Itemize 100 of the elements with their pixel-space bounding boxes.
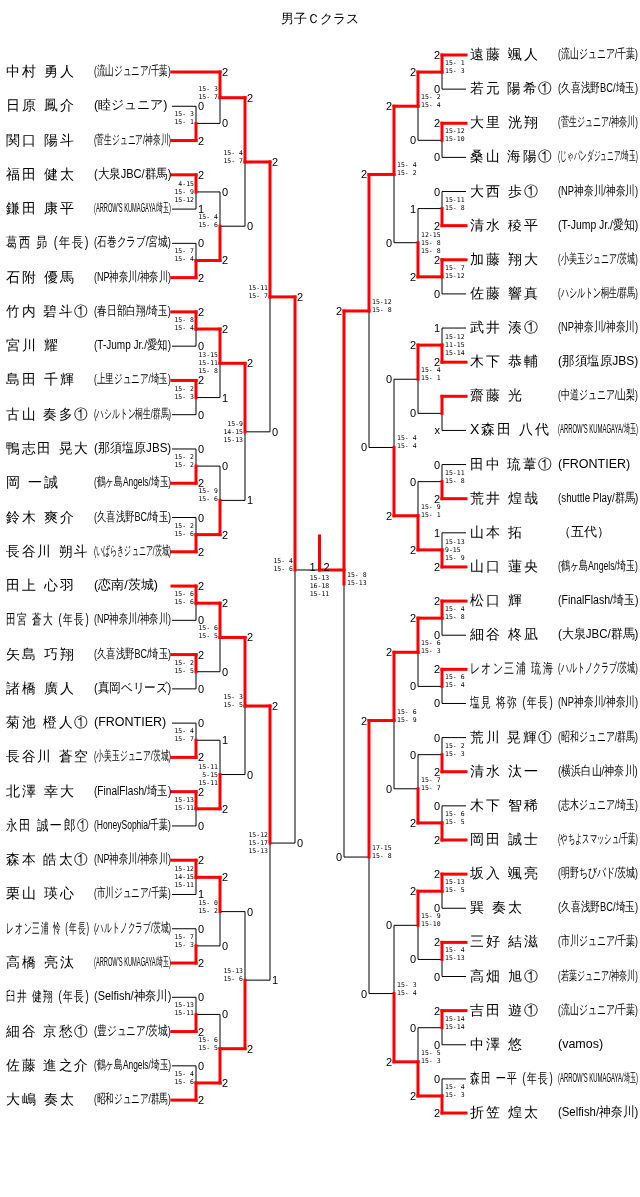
- match-score: 2: [272, 155, 279, 168]
- club-name: (那須塩原JBS): [94, 439, 172, 457]
- match-score: 1: [433, 322, 440, 335]
- player-name: 田上 心羽: [6, 576, 76, 595]
- club-name: (昭和ジュニア/群馬): [94, 1091, 171, 1109]
- player-name: 遠藤 颯人: [470, 45, 540, 63]
- match-score: 2: [198, 751, 205, 764]
- player-name: 福田 健太: [6, 164, 76, 183]
- match-score: 2: [433, 253, 440, 266]
- match-score: 0: [433, 799, 440, 812]
- player-name: 矢島 巧翔: [6, 644, 76, 663]
- player-name: 細谷 柊凪: [470, 625, 540, 644]
- club-name: (春日部白翔/埼玉): [94, 302, 171, 320]
- match-score: 0: [198, 1059, 205, 1072]
- match-score: 2: [198, 374, 205, 387]
- club-name: (昭和ジュニア/群馬): [558, 728, 638, 746]
- match-score: 2: [198, 545, 205, 558]
- match-score: 1: [309, 561, 316, 573]
- match-score: 2: [222, 254, 229, 267]
- match-score: 0: [198, 408, 205, 421]
- player-name: 武井 湊①: [470, 318, 540, 337]
- match-score: 2: [433, 560, 440, 573]
- match-score: 0: [198, 682, 205, 695]
- match-score: 2: [222, 802, 229, 815]
- match-score: 2: [409, 270, 416, 283]
- player-name: 田宮 蒼大 (年長): [6, 610, 91, 629]
- club-name: (FRONTIER): [94, 714, 167, 732]
- player-name: 山本 拓: [470, 522, 524, 541]
- match-score: 2: [222, 597, 229, 610]
- match-score: 2: [247, 357, 254, 370]
- club-name: (豊ジュニア/茨城): [94, 1022, 171, 1040]
- player-name: レオン三浦 怜 (年長): [6, 918, 91, 937]
- match-score: 0: [222, 185, 229, 198]
- player-name: 栗山 瑛心: [6, 884, 76, 903]
- match-score: 0: [198, 614, 205, 627]
- match-score: 0: [385, 373, 392, 386]
- match-score: 0: [198, 717, 205, 730]
- match-score: 2: [385, 1055, 392, 1068]
- player-name: 関口 陽斗: [6, 130, 76, 149]
- club-name: (NP神奈川/神奈川): [558, 182, 639, 200]
- club-name: (FinalFlash/埼玉): [94, 782, 172, 800]
- match-score: 0: [198, 442, 205, 455]
- match-score: 0: [409, 748, 416, 761]
- match-score: 2: [272, 700, 279, 712]
- club-name: (恋南/茨城): [94, 577, 158, 595]
- match-score: 2: [385, 646, 392, 659]
- match-score: 0: [335, 851, 342, 864]
- match-score: 0: [385, 236, 392, 249]
- match-score: 0: [433, 1038, 440, 1051]
- match-score: 2: [433, 219, 440, 232]
- match-score: 2: [433, 356, 440, 369]
- club-name: (若葉ジュニア/神奈川): [558, 967, 638, 985]
- match-score: 2: [247, 91, 254, 104]
- club-name: (FRONTIER): [558, 455, 631, 473]
- player-name: 鎌田 康平: [6, 199, 76, 218]
- match-score: 2: [385, 509, 392, 522]
- club-name: (ハルトノクラブ/茨城): [558, 660, 638, 678]
- match-score: 1: [409, 202, 416, 215]
- match-score: 2: [222, 528, 229, 541]
- match-score: 2: [198, 580, 205, 593]
- player-name: 森本 皓太①: [6, 850, 90, 869]
- match-score: 0: [360, 441, 367, 454]
- match-score: 0: [247, 768, 254, 781]
- player-name: 大西 歩①: [470, 181, 540, 200]
- club-name: (鶴ヶ島Angels/埼玉): [94, 474, 171, 492]
- match-score: 2: [409, 612, 416, 625]
- club-name: (菅生ジュニア/神奈川): [94, 131, 171, 149]
- club-name: (ARROW'S KUMAGAYA/埼玉): [94, 954, 171, 971]
- match-score: 2: [198, 168, 205, 181]
- match-score: 2: [198, 134, 205, 147]
- player-name: 竹内 碧斗①: [6, 301, 90, 320]
- player-name: 宮川 耀: [6, 336, 60, 355]
- club-name: (久喜浅野BC/埼玉): [94, 645, 172, 663]
- player-name: 臼井 健翔 (年長): [6, 987, 91, 1006]
- match-score: 2: [198, 785, 205, 798]
- match-score: 2: [222, 323, 229, 335]
- club-name: (NP神奈川/神奈川): [94, 851, 172, 869]
- player-name: レオン三浦 琉海: [470, 659, 554, 678]
- player-name: 木下 智稀: [470, 795, 540, 814]
- club-name: (HoneySophia/千葉): [94, 816, 171, 834]
- club-name: (小美玉ジュニア/茨城): [94, 748, 171, 766]
- match-score: 2: [433, 1107, 440, 1119]
- match-score: 0: [409, 475, 416, 488]
- player-name: 大嶋 奏太: [6, 1090, 76, 1109]
- match-score: 1: [222, 391, 229, 404]
- club-name: (市川ジュニア/千葉): [94, 885, 171, 903]
- player-name: 折笠 煌太: [470, 1103, 540, 1121]
- match-score: 0: [433, 458, 440, 471]
- club-name: (大泉JBC/群馬): [558, 626, 639, 644]
- club-name: (Selfish/神奈川): [94, 988, 172, 1006]
- match-score: 1: [272, 974, 279, 987]
- match-score: 0: [247, 220, 254, 233]
- player-name: 石附 優馬: [6, 267, 76, 286]
- club-name: (NP神奈川/神奈川): [94, 268, 172, 286]
- player-name: 桑山 海陽①: [470, 147, 554, 166]
- player-name: 森田 一平 (年長): [470, 1068, 555, 1087]
- match-score: 2: [409, 339, 416, 352]
- match-score: 0: [385, 782, 392, 795]
- club-name: (やちよスマッシュ/千葉): [558, 831, 638, 848]
- club-name: (睦ジュニア): [94, 97, 168, 115]
